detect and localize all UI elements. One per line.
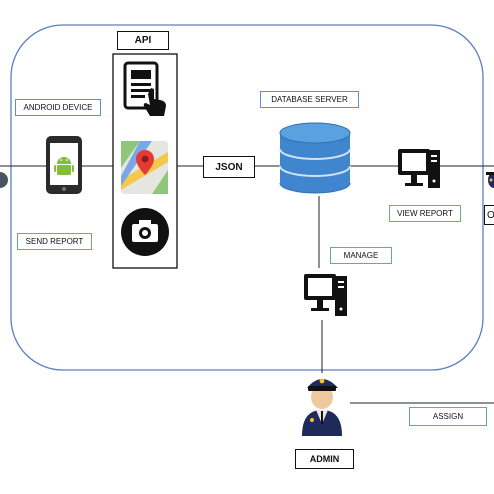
monitor-icon	[398, 149, 440, 188]
api-label: API	[117, 31, 169, 50]
android-device-label: ANDROID DEVICE	[15, 99, 101, 116]
database-icon	[279, 122, 351, 194]
connectors	[0, 165, 494, 404]
json-label: JSON	[203, 156, 255, 178]
officer-partial-label: O	[484, 205, 494, 225]
view-report-label: VIEW REPORT	[389, 205, 461, 222]
admin-label: ADMIN	[295, 449, 354, 469]
send-report-label: SEND REPORT	[17, 233, 92, 250]
camera-icon	[121, 208, 169, 256]
admin-monitor-icon	[304, 274, 347, 316]
map-pin-icon	[121, 141, 168, 194]
system-boundary	[10, 24, 484, 371]
user-partial-icon	[0, 172, 8, 188]
document-tap-icon	[123, 61, 166, 116]
database-server-label: DATABASE SERVER	[260, 91, 359, 108]
police-officer-icon	[302, 378, 342, 436]
assign-label: ASSIGN	[409, 407, 487, 426]
manage-label: MANAGE	[330, 247, 392, 264]
officer-partial-icon	[486, 172, 494, 188]
android-phone-icon	[46, 136, 82, 194]
